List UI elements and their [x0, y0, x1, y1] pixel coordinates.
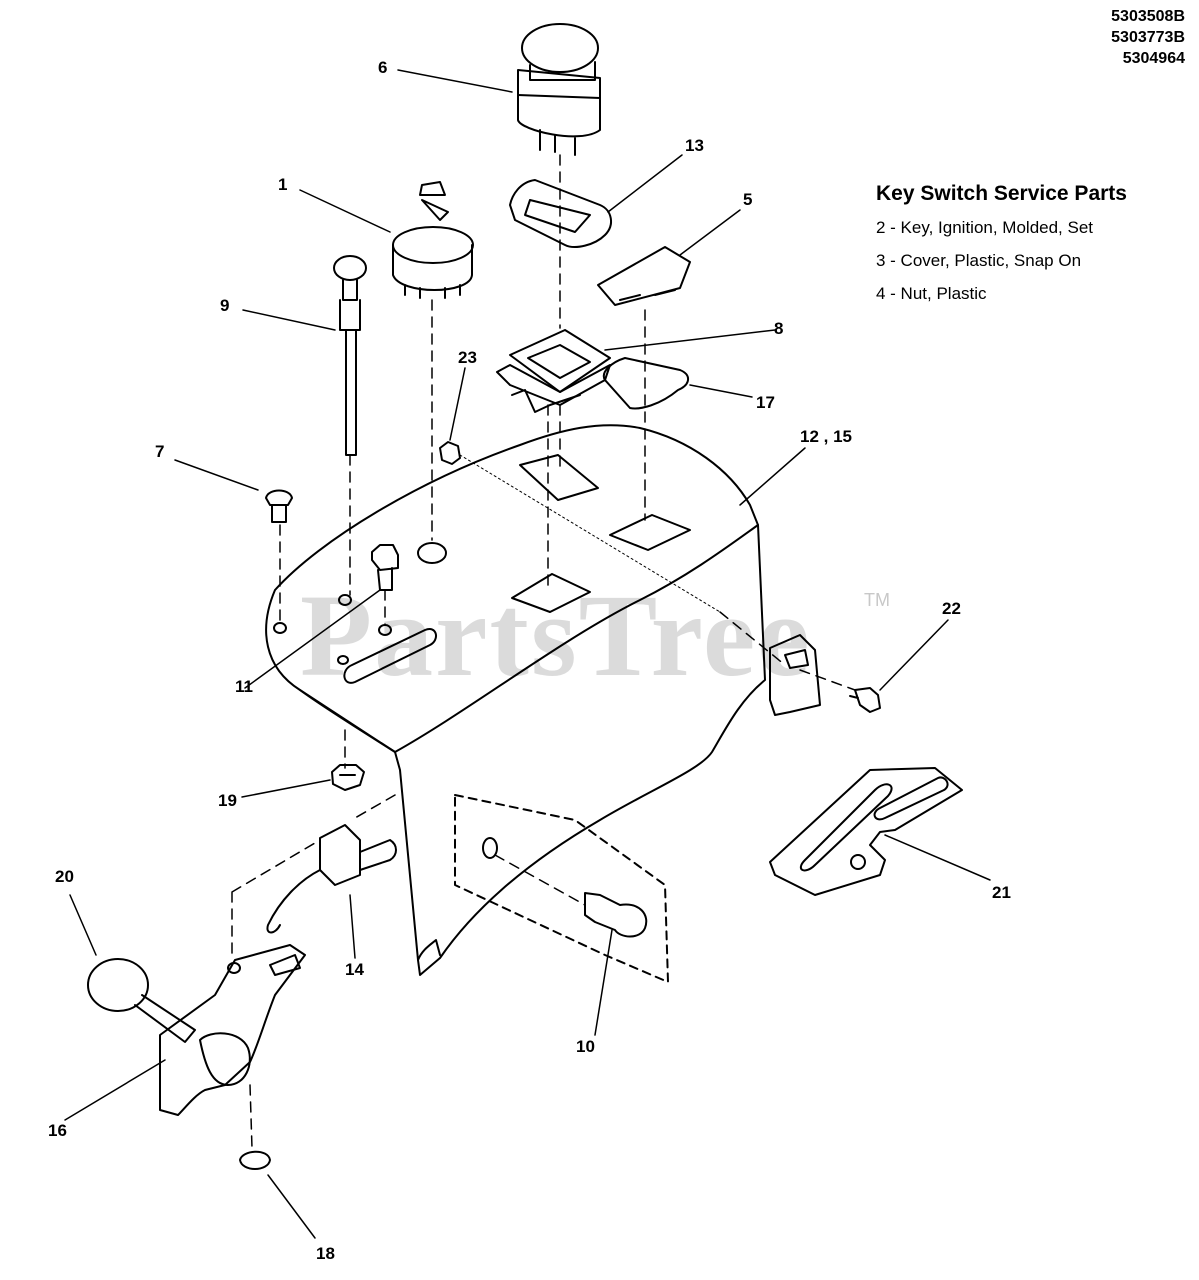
handle-lever-16 — [87, 944, 306, 1116]
part-code: 5303508B — [1111, 8, 1185, 25]
service-parts-list: Key Switch Service Parts 2 - Key, Igniti… — [876, 182, 1127, 317]
clip-bracket — [769, 634, 821, 716]
callout-10: 10 — [576, 1037, 595, 1056]
part-codes: 5303508B 5303773B 5304964 — [1111, 6, 1185, 69]
cover-5 — [597, 246, 691, 306]
grommet-18 — [239, 1150, 271, 1170]
callout-23: 23 — [458, 348, 477, 367]
callout-20: 20 — [55, 867, 74, 886]
callout-12-15: 12 , 15 — [800, 427, 852, 446]
callout-1: 1 — [278, 175, 287, 194]
callout-19: 19 — [218, 791, 237, 810]
service-part-item: 3 - Cover, Plastic, Snap On — [876, 251, 1082, 270]
callout-9: 9 — [220, 296, 229, 315]
service-part-item: 4 - Nut, Plastic — [876, 284, 987, 303]
choke-cable — [333, 255, 367, 456]
bolt-11 — [371, 544, 399, 591]
switch-housing-8 — [496, 329, 611, 413]
callout-labels: 6 1 9 13 5 8 17 23 12 , 15 7 22 11 19 20… — [48, 58, 1011, 1263]
callout-5: 5 — [743, 190, 752, 209]
plate-hole — [850, 854, 866, 870]
callout-18: 18 — [316, 1244, 335, 1263]
nut-23 — [439, 441, 461, 465]
callout-7: 7 — [155, 442, 164, 461]
pto-switch — [517, 23, 601, 156]
ignition-key-switch — [392, 181, 474, 299]
bezel-13 — [509, 179, 612, 248]
callout-22: 22 — [942, 599, 961, 618]
callout-17: 17 — [756, 393, 775, 412]
callout-21: 21 — [992, 883, 1011, 902]
plate-21 — [769, 767, 963, 896]
callout-13: 13 — [685, 136, 704, 155]
nut-19 — [331, 764, 365, 791]
callout-8: 8 — [774, 319, 783, 338]
callout-11: 11 — [235, 677, 253, 696]
part-code: 5304964 — [1122, 50, 1185, 67]
screw-22 — [849, 687, 881, 713]
switch-14 — [266, 824, 397, 934]
decal-17 — [602, 357, 689, 410]
service-parts-title: Key Switch Service Parts — [876, 182, 1127, 205]
part-code: 5303773B — [1111, 29, 1185, 46]
assembly-dashed-lines — [231, 154, 856, 1149]
service-part-item: 2 - Key, Ignition, Molded, Set — [876, 218, 1094, 237]
callout-16: 16 — [48, 1121, 67, 1140]
indicator-lamp-10 — [454, 794, 669, 983]
callout-6: 6 — [378, 58, 387, 77]
callout-14: 14 — [345, 960, 364, 979]
dotted-line — [459, 454, 721, 613]
screw-7 — [265, 489, 293, 523]
watermark-trademark: TM — [864, 590, 890, 610]
leader-lines — [64, 69, 991, 1239]
console-panel — [265, 424, 766, 976]
